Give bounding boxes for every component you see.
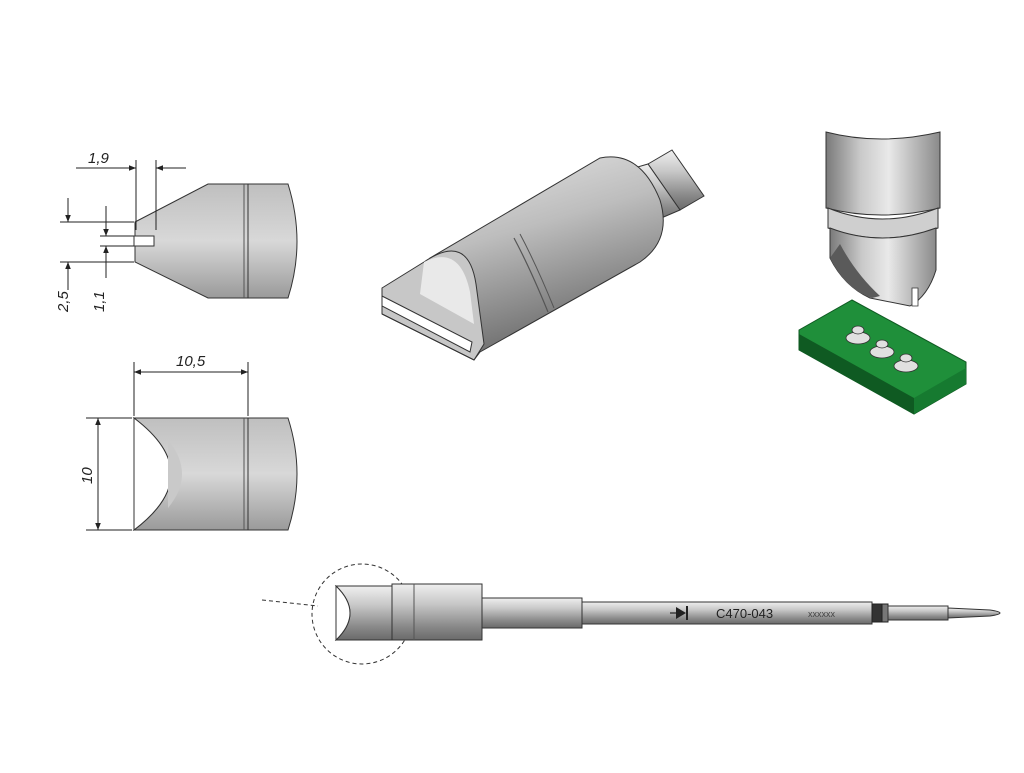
dimension-slot-width: 1,9 (76, 150, 186, 230)
dim-label-slot-depth: 1,1 (91, 291, 108, 312)
application-view (798, 131, 967, 415)
dim-label-tip-height: 2,5 (55, 290, 72, 313)
part-number-label: C470-043 (716, 606, 773, 621)
side-view (133, 183, 298, 299)
front-view (132, 416, 298, 532)
dim-label-slot-width: 1,9 (88, 150, 110, 167)
dimension-length: 10,5 (133, 353, 249, 416)
dimension-slot-depth: 1,1 (91, 206, 134, 312)
full-tool-view (261, 563, 1001, 665)
dimension-width: 10 (79, 417, 132, 531)
dim-label-length: 10,5 (176, 353, 206, 370)
diode-icon (670, 606, 688, 620)
serial-label: xxxxxx (808, 609, 836, 619)
tip-3d-view (381, 149, 705, 361)
dim-label-width: 10 (79, 467, 96, 484)
dimension-tip-height: 2,5 (55, 198, 134, 313)
